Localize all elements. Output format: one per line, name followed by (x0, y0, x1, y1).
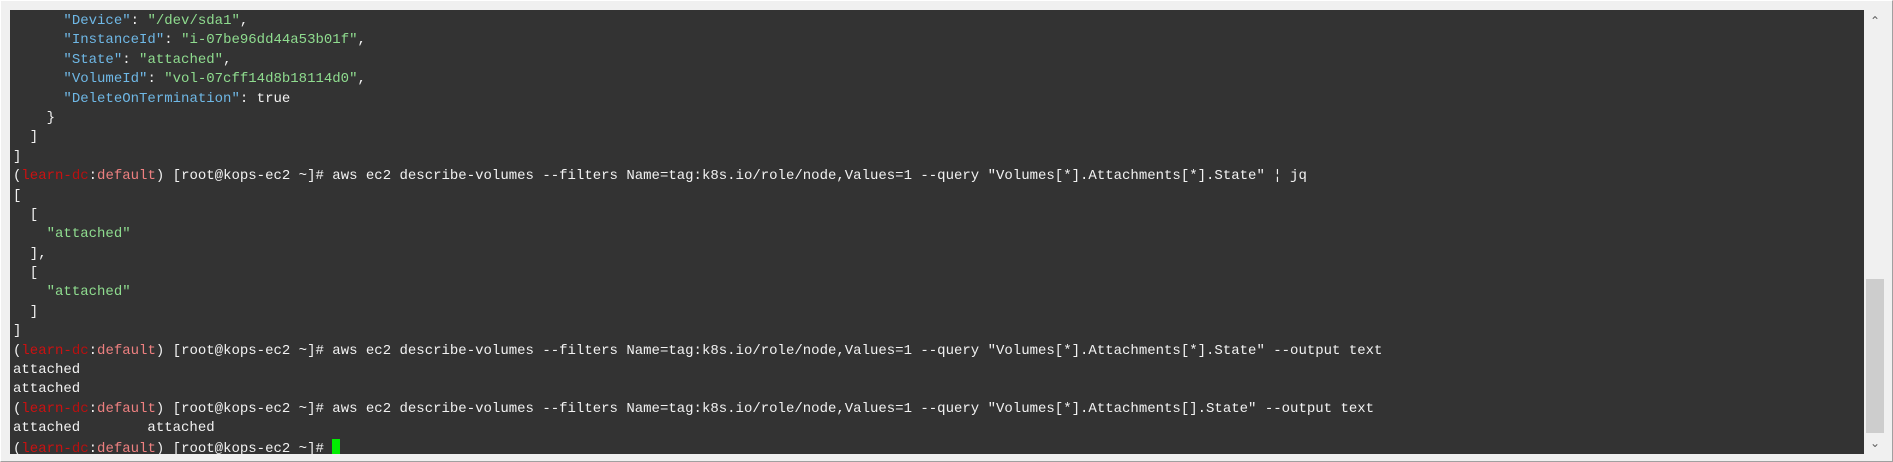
terminal-line: "DeleteOnTermination": true (13, 90, 1382, 109)
terminal-text: default (97, 440, 156, 454)
terminal-line: ] (13, 148, 1382, 167)
terminal-text: : (88, 400, 98, 417)
terminal-text: : (88, 342, 98, 359)
terminal-line: [ (13, 187, 1382, 206)
terminal-line: "attached" (13, 225, 1382, 244)
terminal-line: [ (13, 264, 1382, 283)
terminal-text: : (122, 51, 140, 68)
terminal-text: "InstanceId" (63, 32, 165, 49)
terminal-text: [ (13, 206, 39, 223)
terminal-line: [ (13, 206, 1382, 225)
terminal-line: (learn-dc:default) [root@kops-ec2 ~]# aw… (13, 400, 1382, 419)
terminal-text: : (88, 440, 98, 454)
cursor (332, 438, 341, 454)
terminal-text: ( (13, 342, 22, 359)
terminal-text: "State" (63, 51, 123, 68)
terminal-text: learn- (21, 168, 72, 185)
terminal-text: ] (13, 148, 22, 165)
vertical-scrollbar[interactable]: ⌃ ⌄ (1865, 10, 1885, 454)
terminal-text: ) [root@kops-ec2 ~]# aws ec2 describe-vo… (155, 400, 1375, 417)
terminal-line: ], (13, 245, 1382, 264)
terminal-text: "DeleteOnTermination" (63, 90, 240, 107)
terminal-text: learn- (21, 342, 72, 359)
terminal-line: (learn-dc:default) [root@kops-ec2 ~]# aw… (13, 167, 1382, 186)
terminal-text: : (147, 71, 165, 88)
terminal-text: ) [root@kops-ec2 ~]# aws ec2 describe-vo… (155, 168, 1307, 185)
terminal-text: , (223, 51, 232, 68)
terminal-text: "/dev/sda1" (147, 13, 240, 29)
terminal-lines: "Device": "/dev/sda1", "InstanceId": "i-… (13, 12, 1382, 454)
terminal-line: attached (13, 361, 1382, 380)
terminal-line: "State": "attached", (13, 51, 1382, 70)
terminal-text (13, 71, 63, 87)
terminal-text: default (97, 400, 156, 417)
terminal-text: "vol-07cff14d8b18114d0" (164, 71, 358, 88)
terminal-text (13, 13, 63, 29)
terminal-line: attached attached (13, 419, 1382, 438)
terminal-text: "Device" (63, 13, 131, 29)
terminal-text: dc (71, 400, 89, 417)
terminal-text: ] (13, 129, 39, 146)
terminal-line: "VolumeId": "vol-07cff14d8b18114d0", (13, 70, 1382, 89)
terminal-text: attached (13, 362, 81, 379)
terminal-text: ] (13, 303, 39, 320)
terminal-line: } (13, 109, 1382, 128)
terminal-text: , (357, 32, 366, 49)
terminal-line: "attached" (13, 283, 1382, 302)
terminal-text (13, 52, 63, 68)
terminal-output[interactable]: "Device": "/dev/sda1", "InstanceId": "i-… (10, 10, 1864, 454)
scrollbar-thumb[interactable] (1866, 279, 1884, 433)
terminal-text (13, 226, 47, 242)
terminal-line: attached (13, 380, 1382, 399)
terminal-text (13, 32, 63, 48)
terminal-line: "InstanceId": "i-07be96dd44a53b01f", (13, 31, 1382, 50)
scroll-down-icon[interactable]: ⌄ (1869, 436, 1881, 450)
terminal-text: , (357, 71, 366, 88)
terminal-text: : (88, 168, 98, 185)
terminal-text: ) [root@kops-ec2 ~]# aws ec2 describe-vo… (155, 342, 1383, 359)
terminal-text: learn- (21, 400, 72, 417)
terminal-text: default (97, 342, 156, 359)
terminal-text: : (164, 32, 182, 49)
scroll-up-icon[interactable]: ⌃ (1869, 14, 1881, 28)
terminal-line: "Device": "/dev/sda1", (13, 12, 1382, 31)
terminal-text: ) [root@kops-ec2 ~]# (155, 440, 333, 454)
terminal-text: [ (13, 265, 39, 282)
terminal-text: "i-07be96dd44a53b01f" (181, 32, 358, 49)
terminal-text: "attached" (46, 284, 131, 301)
terminal-line: ] (13, 322, 1382, 341)
terminal-line: (learn-dc:default) [root@kops-ec2 ~]# aw… (13, 342, 1382, 361)
terminal-line: ] (13, 303, 1382, 322)
terminal-text: "attached" (46, 226, 131, 243)
terminal-text: } (13, 109, 56, 126)
terminal-text: dc (71, 168, 89, 185)
terminal-text: [ (13, 187, 22, 204)
terminal-text (13, 284, 47, 300)
terminal-line: ] (13, 128, 1382, 147)
terminal-text: default (97, 168, 156, 185)
terminal-text: dc (71, 342, 89, 359)
terminal-text: ( (13, 168, 22, 185)
terminal-text: , (239, 13, 249, 29)
terminal-text: attached (13, 381, 81, 398)
terminal-text: dc (71, 440, 89, 454)
terminal-text: learn- (21, 440, 72, 454)
terminal-text: : (130, 13, 148, 29)
terminal-text: ( (13, 440, 22, 454)
terminal-line: (learn-dc:default) [root@kops-ec2 ~]# (13, 438, 1382, 454)
terminal-text: attached attached (13, 420, 215, 437)
terminal-text: : true (239, 90, 291, 107)
terminal-text: "attached" (139, 51, 224, 68)
terminal-text: ( (13, 400, 22, 417)
terminal-text: ] (13, 323, 22, 340)
terminal-text: ], (13, 245, 47, 262)
terminal-text (13, 91, 63, 107)
terminal-text: "VolumeId" (63, 71, 148, 88)
